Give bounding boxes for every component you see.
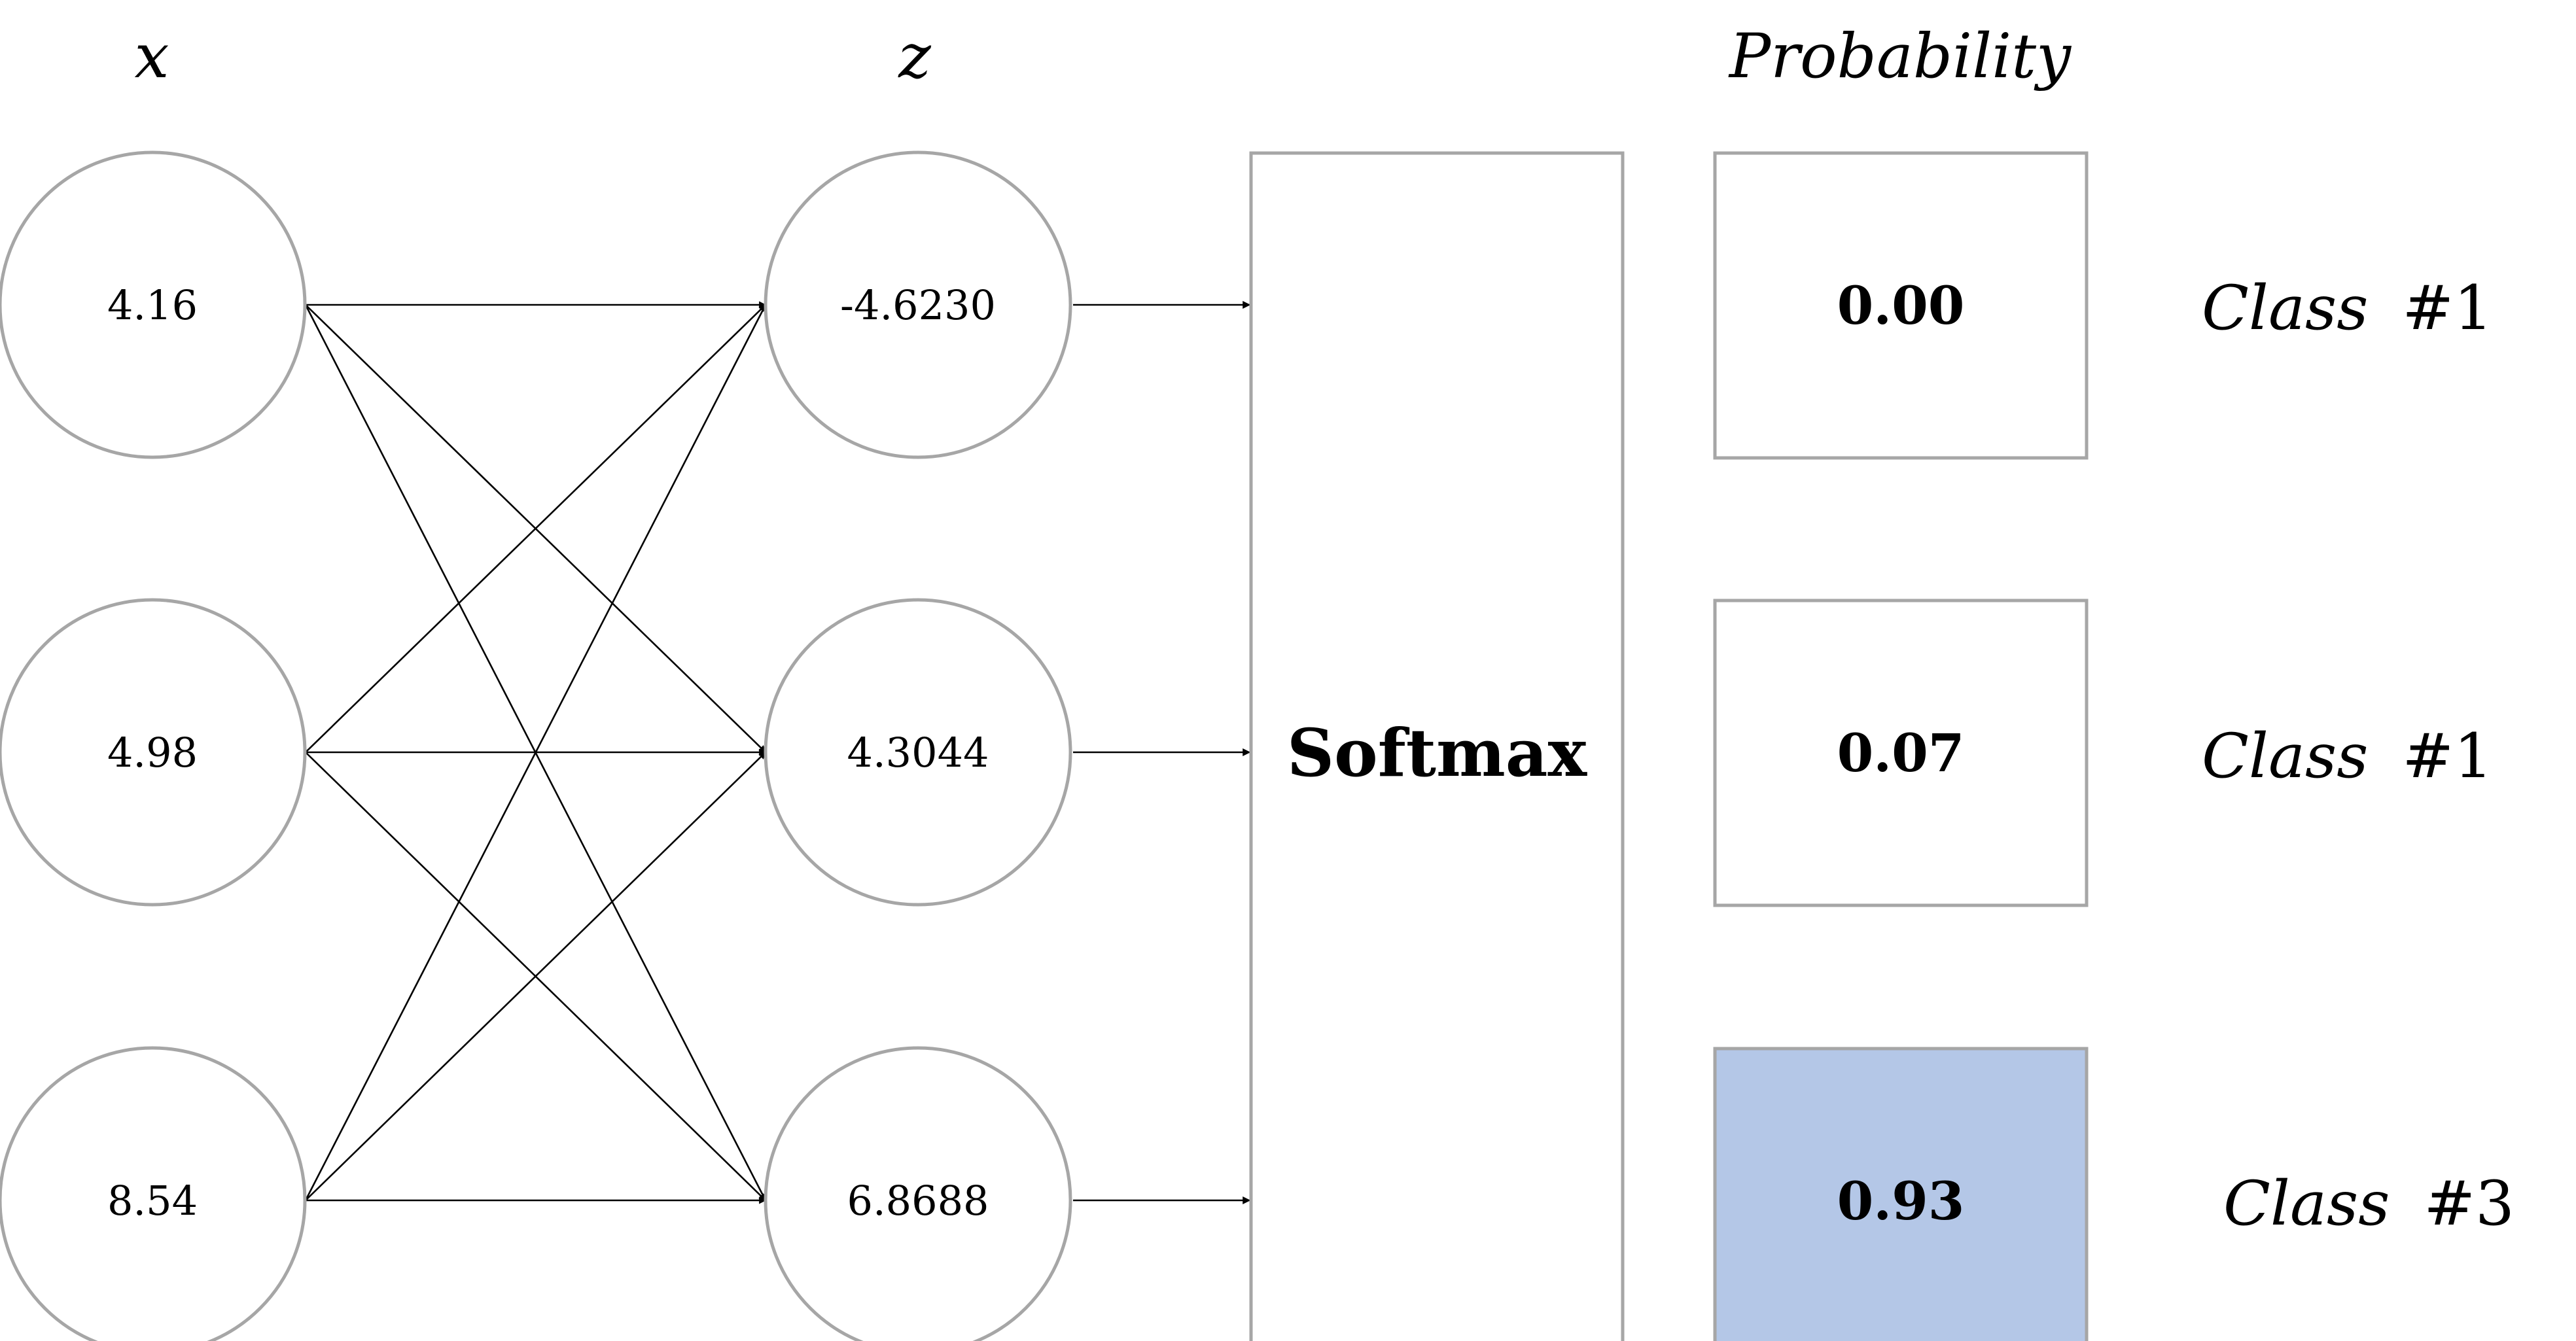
probability-box-1-value: 0.00 (1837, 275, 1965, 336)
class-label-1-number: #1 (2402, 273, 2493, 344)
input-column-header: x (134, 21, 169, 92)
edge-x3-z1 (304, 304, 767, 1201)
input-node-2: 4.98 (0, 598, 307, 907)
logit-node-3-value: 6.8688 (847, 1177, 989, 1225)
input-node-2-value: 4.98 (107, 729, 198, 776)
logit-column-header: z (898, 21, 931, 92)
class-label-2-number: #1 (2402, 721, 2493, 792)
logit-node-2-circle (764, 598, 1072, 907)
probability-box-1-rect (1713, 151, 2089, 460)
logit-node-1-value: -4.6230 (840, 281, 996, 329)
class-label-1: Class #1 (2202, 273, 2493, 344)
probability-box-2-rect (1713, 599, 2089, 907)
input-node-1: 4.16 (0, 150, 307, 459)
softmax-label: Softmax (1287, 714, 1588, 792)
edge-x3-z2 (305, 752, 766, 1201)
probability-box-3-value: 0.93 (1837, 1170, 1965, 1232)
input-node-3-value: 8.54 (107, 1177, 198, 1225)
input-node-3: 8.54 (0, 1046, 307, 1341)
probability-box-2-value: 0.07 (1837, 722, 1965, 784)
logit-node-1: -4.6230 (764, 150, 1072, 459)
logit-node-1-circle (764, 150, 1072, 459)
input-node-1-value: 4.16 (107, 281, 198, 329)
probability-box-3: 0.93 (1713, 1047, 2089, 1341)
input-node-3-circle (0, 1046, 307, 1341)
input-node-1-circle (0, 150, 307, 459)
connection-edges (304, 301, 767, 1204)
logit-node-2-value: 4.3044 (847, 729, 989, 776)
edge-x2-z1 (305, 304, 766, 753)
class-label-3: Class #3 (2223, 1168, 2514, 1240)
logit-node-2: 4.3044 (764, 598, 1072, 907)
probability-box-1: 0.00 (1713, 151, 2089, 460)
probability-column-header: Probability (1728, 21, 2072, 92)
class-label-3-number: #3 (2424, 1168, 2514, 1240)
probability-box-3-rect (1713, 1047, 2089, 1341)
logit-node-3-circle (764, 1046, 1072, 1341)
class-label-2-word: Class (2202, 721, 2369, 792)
softmax-box (1249, 151, 1625, 1341)
softmax-block: Softmax (1249, 151, 1625, 1341)
class-label-1-word: Class (2202, 273, 2369, 344)
softmax-input-arrows (1073, 301, 1251, 1204)
input-node-2-circle (0, 598, 307, 907)
logit-node-3: 6.8688 (764, 1046, 1072, 1341)
class-label-3-word: Class (2223, 1168, 2390, 1240)
probability-box-2: 0.07 (1713, 599, 2089, 907)
class-label-2: Class #1 (2202, 721, 2493, 792)
